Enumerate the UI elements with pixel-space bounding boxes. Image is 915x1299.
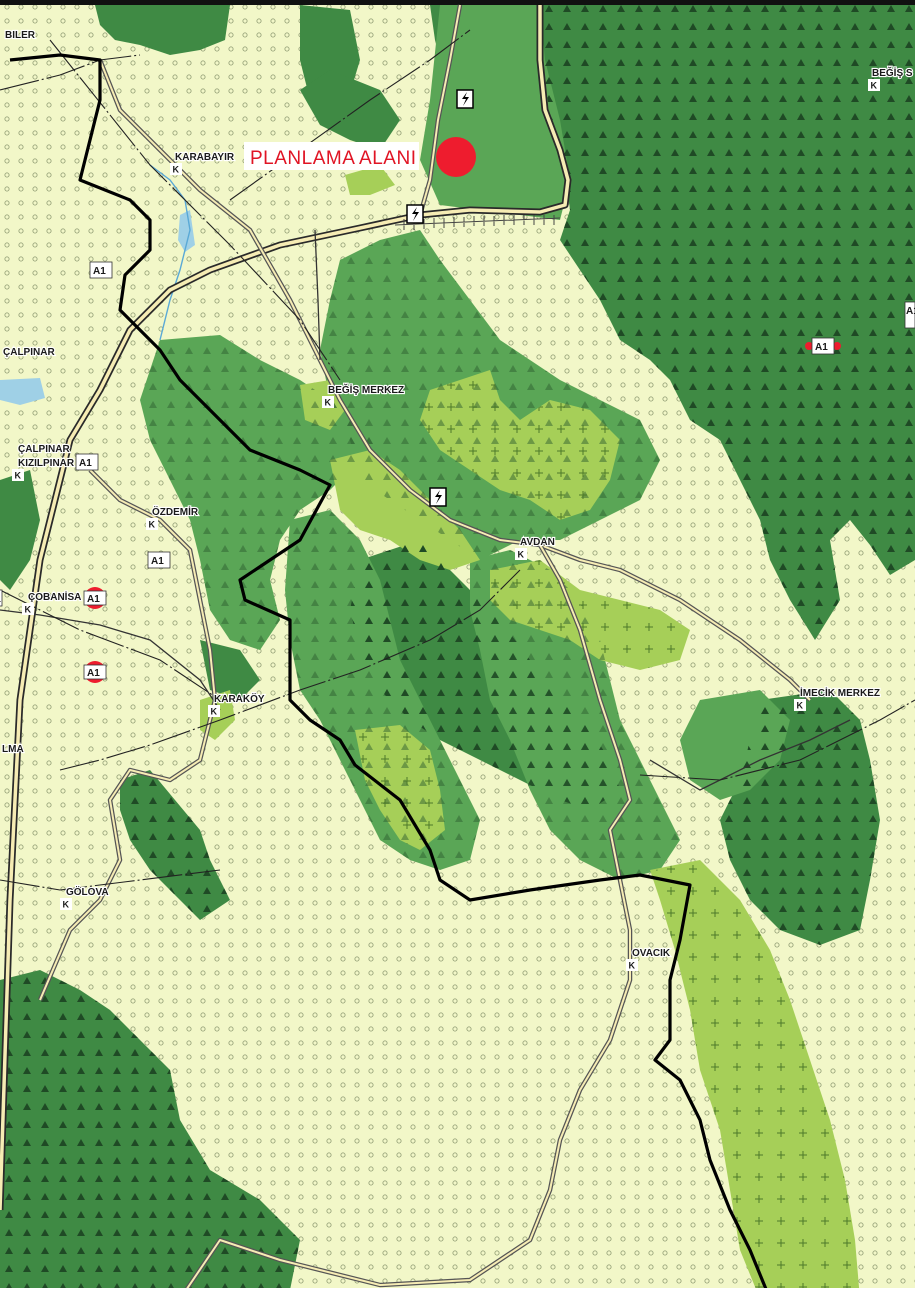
svg-text:K: K bbox=[63, 900, 70, 910]
village-marker-icon: K bbox=[868, 79, 880, 91]
a1-zone-markers: A1 A1 A1 A1 A1 A1 A1 bbox=[0, 261, 915, 683]
stream bbox=[149, 164, 191, 341]
village-marker-icon: K bbox=[208, 705, 220, 717]
power-station-icon bbox=[456, 89, 474, 109]
svg-text:A1: A1 bbox=[906, 306, 915, 317]
village-marker-icon: K bbox=[60, 898, 72, 910]
settlement-name-kizilpinar: KIZILPINAR bbox=[18, 458, 75, 469]
svg-text:A1: A1 bbox=[79, 458, 92, 469]
a1-marker-icon: A1 bbox=[0, 589, 3, 607]
settlement-name-karakoy: KARAKÖY bbox=[214, 692, 265, 705]
a1-marker-icon: A1 bbox=[83, 661, 107, 683]
svg-text:K: K bbox=[325, 398, 332, 408]
svg-text:A1: A1 bbox=[87, 594, 100, 605]
village-marker-icon: K bbox=[170, 163, 182, 175]
svg-text:K: K bbox=[149, 520, 156, 530]
svg-text:A1: A1 bbox=[87, 668, 100, 679]
a1-marker-icon: A1 bbox=[805, 337, 841, 355]
svg-text:K: K bbox=[871, 81, 878, 91]
svg-text:A1: A1 bbox=[151, 556, 164, 567]
planning-area-label-bg bbox=[244, 142, 419, 170]
settlement-name-biler: BILER bbox=[5, 30, 36, 41]
svg-text:A1: A1 bbox=[93, 266, 106, 277]
svg-text:A1: A1 bbox=[815, 342, 828, 353]
svg-text:K: K bbox=[15, 471, 22, 481]
village-marker-icon: K bbox=[794, 699, 806, 711]
village-marker-icon: K bbox=[626, 959, 638, 971]
settlement-labels: BILER KARABAYIR K BEĞİŞ S K ÇALPINAR BEĞ… bbox=[1, 29, 914, 971]
a1-marker-icon: A1 bbox=[147, 551, 171, 569]
settlement-name-calpinar: ÇALPINAR bbox=[3, 347, 55, 358]
svg-text:K: K bbox=[173, 165, 180, 175]
village-marker-icon: K bbox=[22, 603, 34, 615]
map-top-frame bbox=[0, 0, 915, 5]
settlement-name-avdan: AVDAN bbox=[520, 537, 555, 548]
administrative-boundary bbox=[9, 53, 772, 1299]
svg-text:K: K bbox=[25, 605, 32, 615]
forest-symbol-overlay bbox=[0, 5, 915, 1299]
settlement-name-ovacik: OVACIK bbox=[632, 948, 671, 959]
svg-text:K: K bbox=[629, 961, 636, 971]
settlement-name-karabayir: KARABAYIR bbox=[175, 152, 235, 163]
a1-marker-icon: A1 bbox=[89, 261, 113, 279]
village-marker-icon: K bbox=[12, 469, 24, 481]
a1-marker-icon: A1 bbox=[83, 587, 107, 609]
svg-text:K: K bbox=[211, 707, 218, 717]
a1-marker-icon: A1 bbox=[75, 453, 99, 471]
map-bottom-margin bbox=[0, 1288, 915, 1299]
village-marker-icon: K bbox=[515, 548, 527, 560]
settlement-name-cobanisa: ÇOBANİSA bbox=[28, 590, 81, 603]
power-station-icon bbox=[429, 487, 447, 507]
settlement-name-calpinar-2: ÇALPINAR bbox=[18, 444, 70, 455]
settlement-name-imecik-merkez: İMECİK MERKEZ bbox=[800, 686, 880, 699]
settlement-name-lma: LMA bbox=[2, 744, 24, 755]
lake-area bbox=[0, 378, 45, 405]
road-ticks bbox=[394, 215, 561, 230]
planning-area-marker[interactable] bbox=[436, 137, 476, 177]
settlement-name-ozdemir: ÖZDEMİR bbox=[152, 505, 199, 518]
power-station-icon bbox=[406, 204, 424, 224]
svg-text:K: K bbox=[518, 550, 525, 560]
settlement-name-begis-merkez: BEĞİŞ MERKEZ bbox=[328, 383, 404, 396]
village-marker-icon: K bbox=[146, 518, 158, 530]
village-marker-icon: K bbox=[322, 396, 334, 408]
road-network bbox=[0, 4, 851, 1299]
planning-area-callout[interactable]: PLANLAMA ALANI bbox=[244, 137, 476, 177]
settlement-name-begis-s: BEĞİŞ S bbox=[872, 66, 913, 79]
power-station-symbols bbox=[406, 89, 474, 507]
planning-area-label: PLANLAMA ALANI bbox=[250, 148, 416, 169]
a1-marker-icon: A1 bbox=[904, 301, 915, 329]
svg-text:K: K bbox=[797, 701, 804, 711]
settlement-name-golova: GÖLOVA bbox=[66, 885, 109, 898]
reservoir-area bbox=[178, 210, 195, 252]
svg-text:A1: A1 bbox=[0, 594, 1, 605]
